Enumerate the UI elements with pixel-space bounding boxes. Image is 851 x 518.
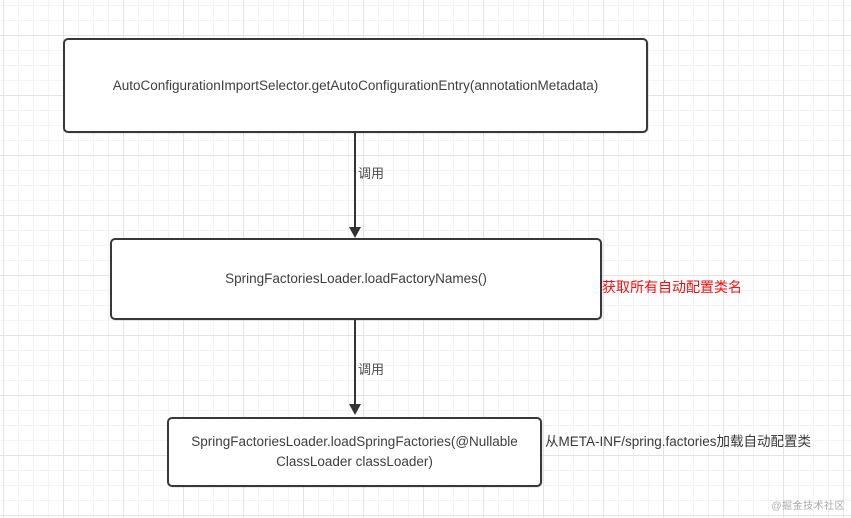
edge-line — [354, 133, 356, 229]
edge-label-call-2: 调用 — [358, 362, 385, 377]
flow-node-label: AutoConfigurationImportSelector.getAutoC… — [112, 77, 599, 93]
arrowhead-down-icon — [349, 227, 361, 238]
flow-node-get-auto-configuration-entry[interactable]: AutoConfigurationImportSelector.getAutoC… — [63, 38, 648, 133]
flow-node-label: SpringFactoriesLoader.loadSpringFactorie… — [191, 434, 518, 469]
annotation-get-all-autoconfig-class-names[interactable]: 获取所有自动配置类名 — [602, 279, 742, 295]
flow-edge-call-2[interactable] — [347, 320, 363, 415]
flow-node-load-factory-names[interactable]: SpringFactoriesLoader.loadFactoryNames() — [110, 238, 602, 320]
juejin-watermark: @掘金技术社区 — [771, 501, 845, 512]
flow-node-load-spring-factories[interactable]: SpringFactoriesLoader.loadSpringFactorie… — [167, 417, 542, 487]
edge-label-call-1: 调用 — [358, 166, 385, 181]
edge-line — [354, 320, 356, 406]
flow-edge-call-1[interactable] — [347, 133, 363, 238]
annotation-load-from-spring-factories[interactable]: 从META-INF/spring.factories加载自动配置类 — [545, 434, 812, 449]
arrowhead-down-icon — [349, 404, 361, 415]
flow-node-label: SpringFactoriesLoader.loadFactoryNames() — [225, 271, 487, 287]
